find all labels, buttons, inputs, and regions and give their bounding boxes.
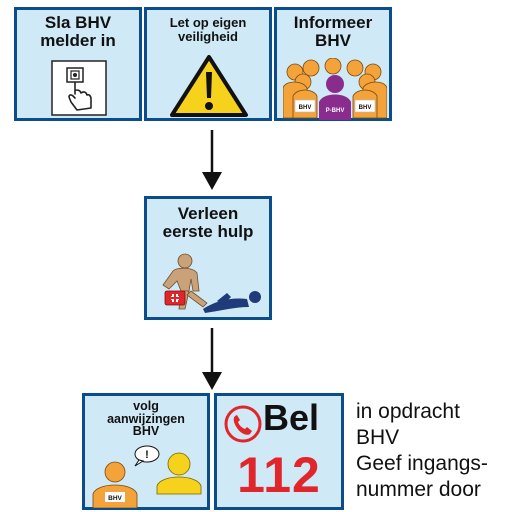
svg-text:BHV: BHV: [359, 105, 372, 111]
call-label: Bel: [263, 397, 320, 438]
emergency-number: 112: [237, 447, 321, 503]
card-inform-title: Informeer BHV: [293, 13, 373, 50]
flow-arrow-2: [202, 328, 222, 390]
card-bhv-alarm-title: Sla BHV melder in: [40, 13, 116, 50]
svg-text:P-BHV: P-BHV: [326, 108, 345, 114]
card-follow-title: volg aanwijzingen BHV: [107, 399, 185, 438]
side-note-line-4: nummer door: [356, 478, 481, 501]
card-first-aid: Verleen eerste hulp: [144, 196, 272, 320]
card-inform: Informeer BHV BHV BHV P-BHV: [274, 7, 392, 121]
first-aid-scene-icon: [162, 253, 261, 313]
side-note-line-1: in opdracht: [356, 400, 460, 423]
warning-triangle-icon: [170, 55, 248, 117]
side-note: in opdracht BHV Geef ingangs- nummer doo…: [356, 399, 488, 503]
card-call-112: Bel 112: [214, 393, 344, 510]
side-note-line-3: Geef ingangs-: [356, 452, 488, 475]
card-follow-instructions: volg aanwijzingen BHV ! BHV: [82, 393, 210, 510]
speaking-people-icon: ! BHV: [92, 445, 202, 508]
bhv-vest-badge: BHV: [108, 495, 122, 502]
side-note-line-2: BHV: [356, 426, 400, 449]
card-bhv-alarm: Sla BHV melder in: [14, 7, 142, 121]
card-safety: Let op eigen veiligheid: [144, 7, 272, 121]
phone-icon: [224, 405, 262, 443]
alarm-button-icon: [51, 60, 107, 116]
speech-mark: !: [145, 449, 149, 461]
team-group-icon: BHV BHV P-BHV: [283, 58, 387, 120]
card-safety-title: Let op eigen veiligheid: [169, 15, 247, 44]
flow-arrow-1: [202, 130, 222, 190]
svg-text:BHV: BHV: [299, 105, 312, 111]
card-first-aid-title: Verleen eerste hulp: [162, 204, 254, 241]
